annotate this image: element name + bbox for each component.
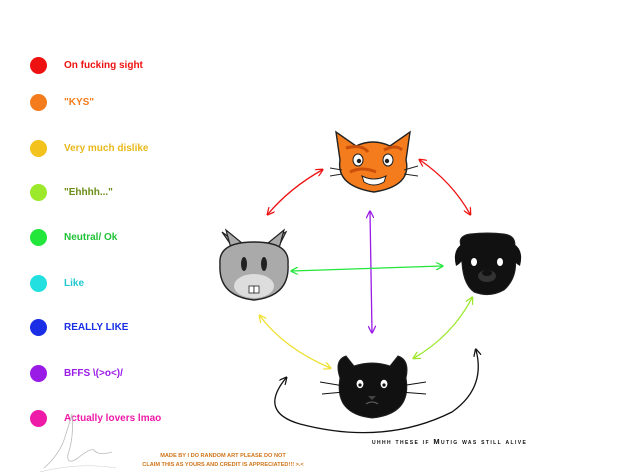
legend-label: Very much dislike <box>64 142 149 154</box>
orange-dot-icon <box>30 93 47 111</box>
arrow-orange-cat-gray-rabbit <box>268 170 322 214</box>
arrow-orange-cat-black-cat <box>370 212 372 332</box>
yellowgreen-dot-icon <box>30 183 47 201</box>
red-dot-icon <box>30 56 47 74</box>
legend-label: REALLY LIKE <box>64 321 129 333</box>
arrow-gray-rabbit-black-dog <box>292 266 442 271</box>
legend-item-yellowgreen: "Ehhhh..." <box>30 181 113 203</box>
legend-item-cyan: Like <box>30 272 84 294</box>
black-dog-face-icon <box>454 232 522 296</box>
legend-item-red: On fucking sight <box>30 54 143 76</box>
legend-label: BFFS \(>o<)/ <box>64 367 123 379</box>
signature-scribble <box>39 413 117 473</box>
cyan-dot-icon <box>30 274 47 292</box>
green-dot-icon <box>30 228 47 246</box>
gray-rabbit-face-icon <box>219 228 289 301</box>
legend-label: Neutral/ Ok <box>64 231 118 243</box>
blue-dot-icon <box>30 318 47 336</box>
legend-item-blue: REALLY LIKE <box>30 316 128 338</box>
legend-item-green: Neutral/ Ok <box>30 226 117 248</box>
caption-text: uhhh these if Mutig was still alive <box>372 437 528 446</box>
legend-label: "KYS" <box>64 96 95 108</box>
legend-item-pink: Actually lovers lmao <box>30 407 161 429</box>
credit-text: MADE BY I DO RANDOM ART PLEASE DO NOT CL… <box>118 452 328 470</box>
relationship-legend: On fucking sight "KYS" Very much dislike… <box>0 0 200 474</box>
legend-item-purple: BFFS \(>o<)/ <box>30 362 123 384</box>
yellow-dot-icon <box>30 139 47 157</box>
pink-dot-icon <box>30 409 47 427</box>
purple-dot-icon <box>30 364 47 382</box>
legend-item-orange: "KYS" <box>30 91 94 113</box>
credit-line-1: MADE BY I DO RANDOM ART PLEASE DO NOT <box>160 453 286 459</box>
black-cat-face-icon <box>319 355 427 419</box>
legend-label: Like <box>64 277 85 289</box>
legend-label: Actually lovers lmao <box>64 412 162 424</box>
arrow-orange-cat-black-dog <box>420 160 470 214</box>
legend-label: On fucking sight <box>64 59 143 71</box>
orange-cat-face-icon <box>329 130 419 193</box>
legend-label: "Ehhhh..." <box>64 186 113 198</box>
legend-item-yellow: Very much dislike <box>30 137 149 159</box>
credit-line-2: CLAIM THIS AS YOURS AND CREDIT IS APPREC… <box>142 462 304 468</box>
arrow-gray-rabbit-loop <box>274 350 478 434</box>
arrow-black-dog-black-cat <box>414 298 472 358</box>
arrow-gray-rabbit-black-cat <box>260 316 330 368</box>
